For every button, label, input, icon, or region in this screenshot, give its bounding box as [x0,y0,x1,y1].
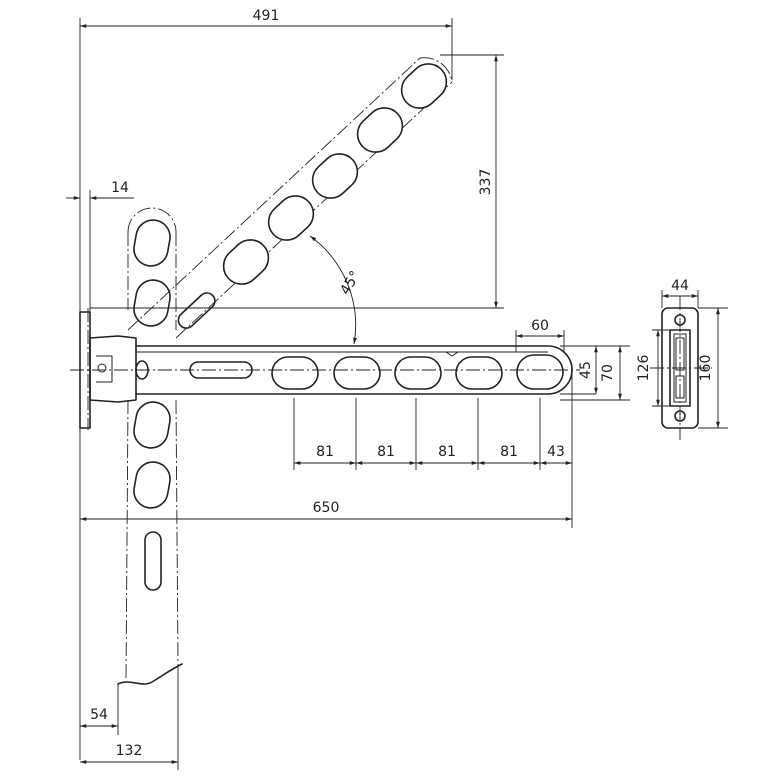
dim-650: 650 [313,500,340,516]
dim-337: 337 [478,169,494,196]
dimension-lines [66,18,728,770]
arm-hole-4 [455,356,503,390]
diag-hole-4 [356,107,404,153]
dim-60: 60 [531,318,549,334]
side-view [650,296,712,440]
diag-hole-2 [267,195,315,241]
post-hole-4 [133,461,171,509]
dim-70: 70 [600,364,616,382]
diag-hole-5 [400,63,448,109]
diag-hole-3 [311,153,359,199]
post-hole-1 [133,219,171,267]
post-slot [144,531,162,591]
arm-hole-1 [271,356,319,390]
dim-132: 132 [116,743,143,759]
dim-14: 14 [111,180,129,196]
dim-54: 54 [90,707,108,723]
arm-hole-2 [333,356,381,390]
diagonal-arm [127,57,453,339]
dim-126: 126 [636,355,652,382]
dim-45: 45 [578,361,594,379]
diag-slot [177,292,216,329]
dim-angle-45: 45° [337,268,363,298]
vertical-post [117,207,183,685]
post-hole-3 [133,401,171,449]
dim-44: 44 [671,278,689,294]
dim-43: 43 [547,444,565,460]
post-hole-2 [133,279,171,327]
dim-81-d: 81 [500,444,518,460]
dim-160: 160 [698,355,714,382]
dim-81-c: 81 [438,444,456,460]
dim-81-b: 81 [377,444,395,460]
arm-hole-5 [516,354,564,390]
dim-491: 491 [253,8,280,24]
dim-81-a: 81 [316,444,334,460]
bracket-body [89,335,137,403]
diag-hole-1 [222,239,270,285]
arm-hole-3 [394,356,442,390]
